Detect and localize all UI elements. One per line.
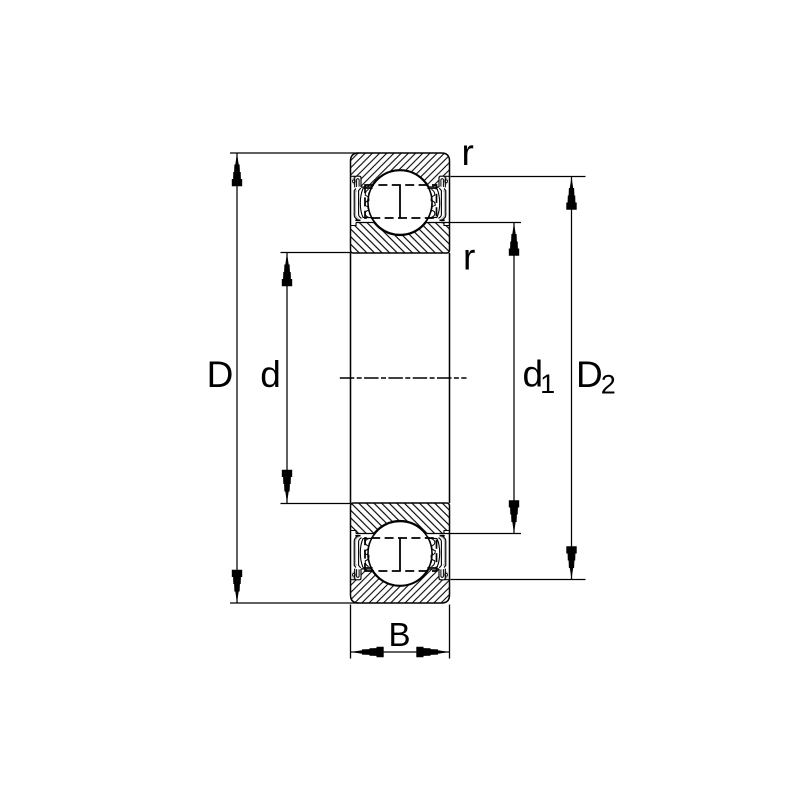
svg-text:r: r [462,132,474,173]
svg-text:d: d [260,354,281,395]
svg-text:r: r [463,237,475,278]
svg-text:B: B [388,616,410,653]
svg-text:D: D [207,354,234,395]
